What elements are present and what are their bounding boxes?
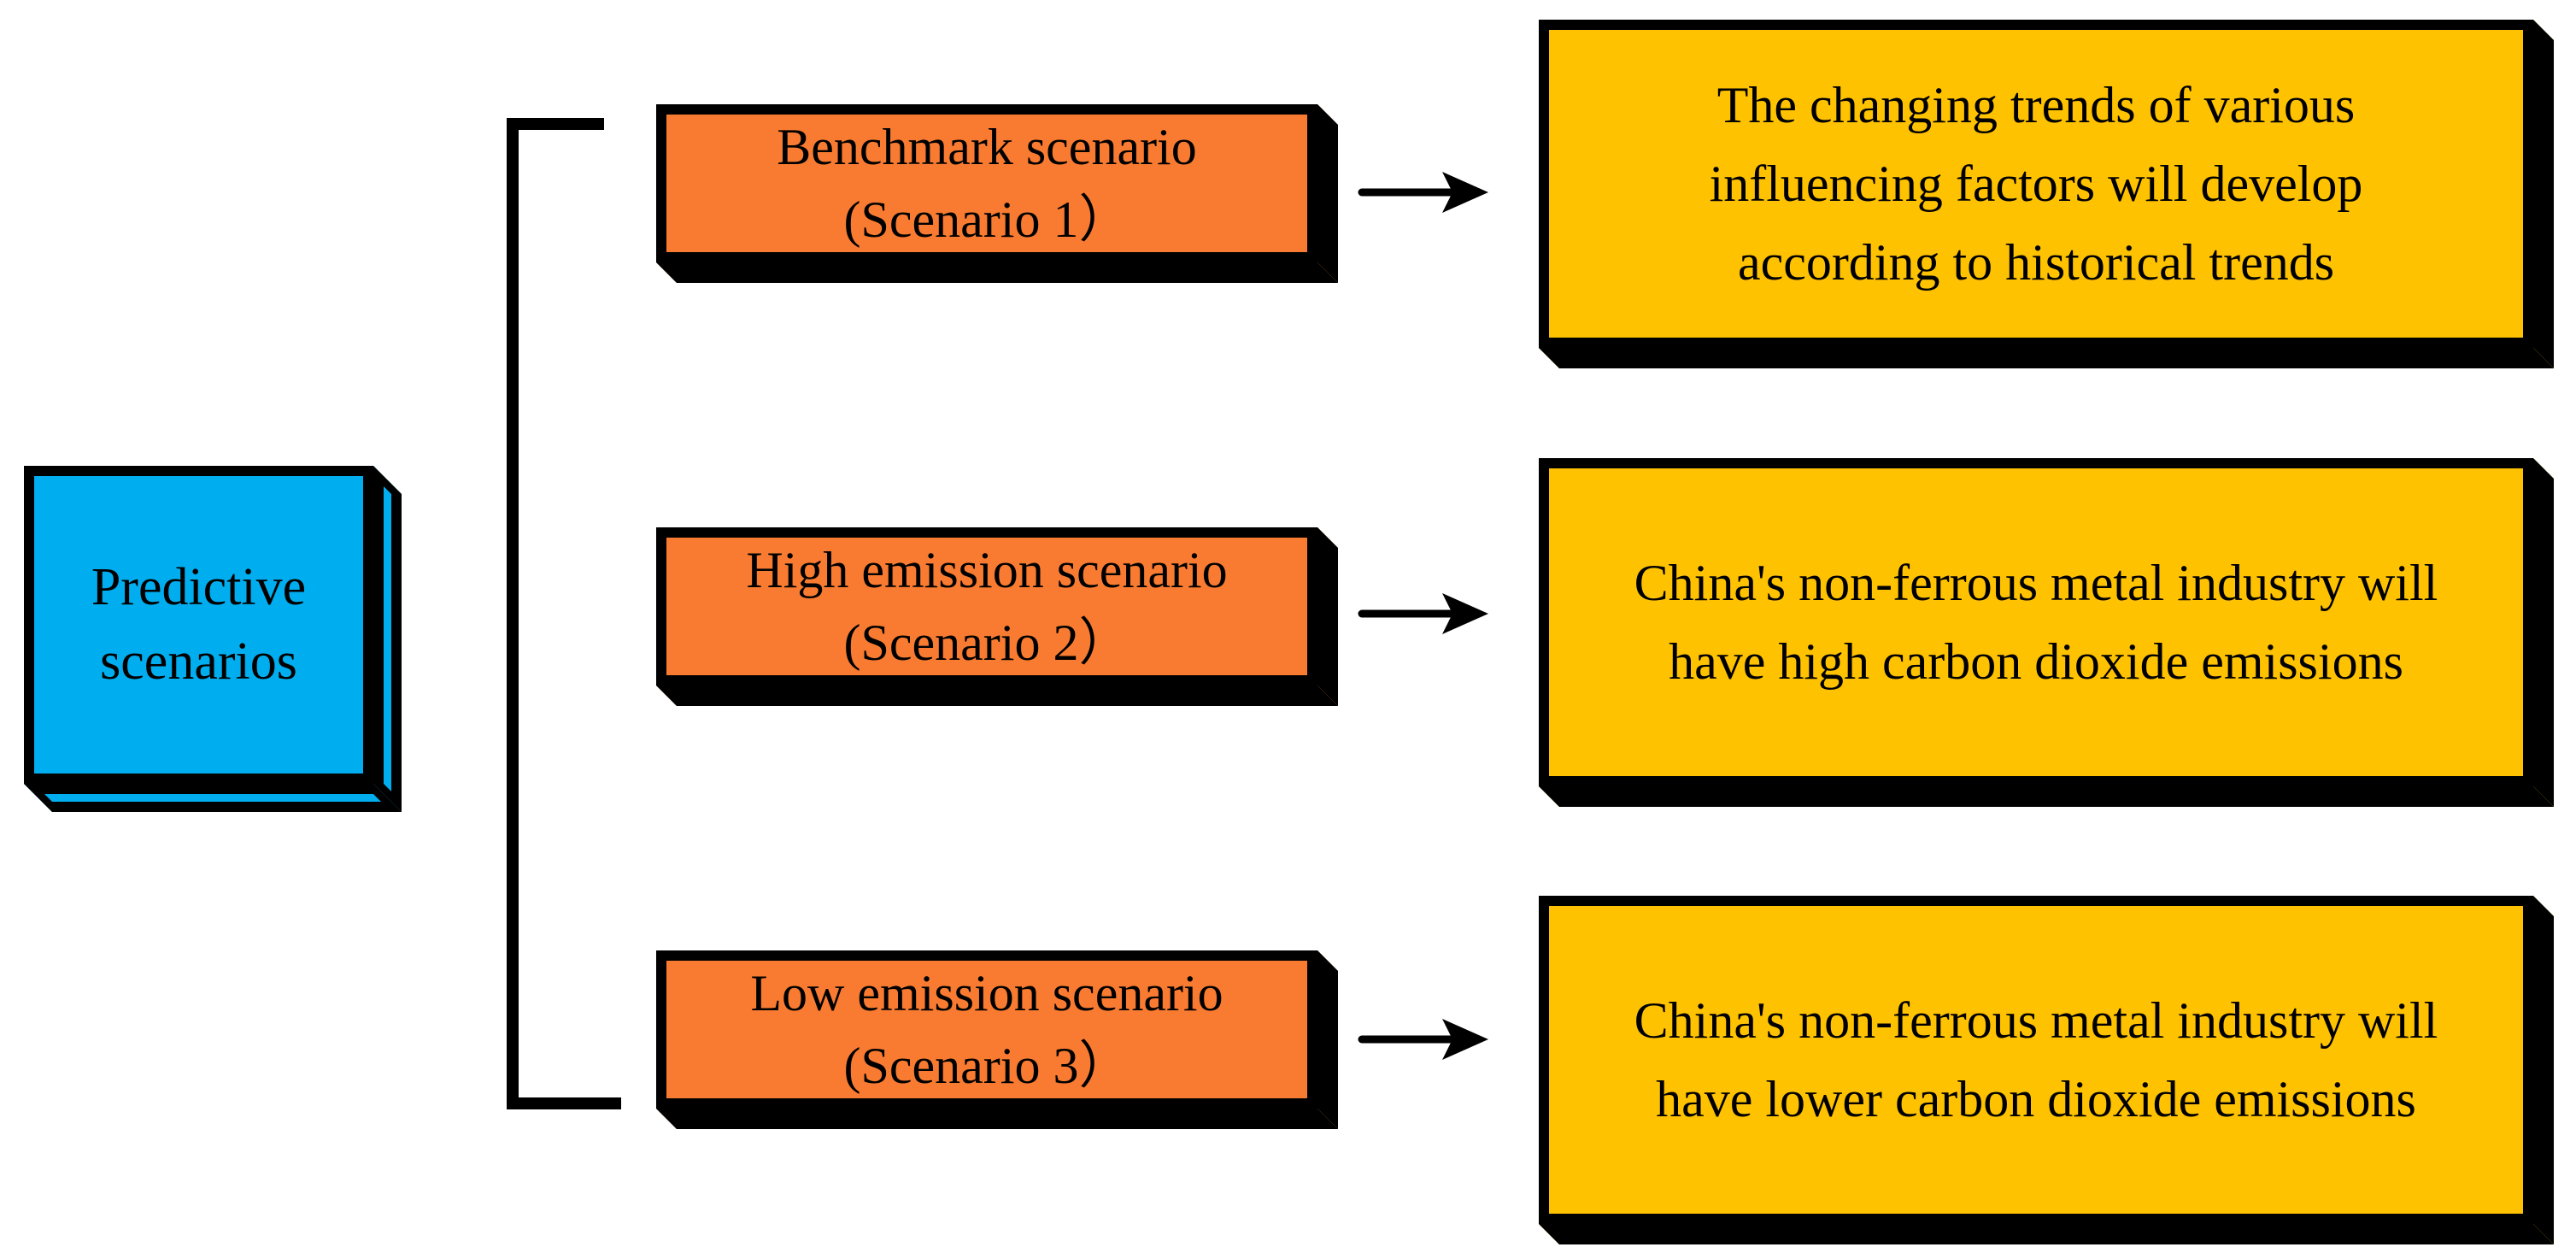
outcome-line: according to historical trends — [1737, 234, 2335, 291]
low-emission-outcome-box: China's non-ferrous metal industry will … — [1539, 896, 2554, 1244]
benchmark-scenario-label: Benchmark scenario (Scenario 1） — [666, 111, 1307, 256]
box-3d-right-side — [2533, 20, 2554, 368]
predictive-scenarios-node: Predictive scenarios — [24, 466, 402, 812]
box-3d-right-side — [373, 466, 402, 812]
scenario-title: High emission scenario — [746, 541, 1228, 598]
bracket-top-stub-line — [507, 118, 604, 130]
benchmark-scenario-node: Benchmark scenario (Scenario 1） — [656, 104, 1338, 283]
high-emission-scenario-label: High emission scenario (Scenario 2） — [666, 534, 1307, 680]
scenario-subtitle: (Scenario 2） — [843, 614, 1130, 671]
box-3d-right-side — [1317, 104, 1338, 283]
low-emission-outcome-text: China's non-ferrous metal industry will … — [1549, 981, 2523, 1138]
arrow-low-emission-to-outcome — [1358, 1019, 1488, 1060]
box-3d-bottom-side — [1539, 348, 2554, 368]
box-3d-right-side — [1317, 950, 1338, 1129]
low-emission-scenario-label: Low emission scenario (Scenario 3） — [666, 957, 1307, 1103]
box-3d-bottom-side — [1539, 1224, 2554, 1244]
outcome-line: have high carbon dioxide emissions — [1669, 633, 2403, 690]
outcome-line: The changing trends of various — [1716, 77, 2356, 133]
outcome-line: China's non-ferrous metal industry will — [1634, 992, 2438, 1049]
box-3d-right-side — [1317, 527, 1338, 706]
scenario-title: Benchmark scenario — [777, 118, 1197, 175]
outcome-line: influencing factors will develop — [1709, 156, 2363, 212]
arrow-benchmark-to-outcome — [1358, 172, 1488, 213]
predictive-scenarios-label: Predictive scenarios — [34, 550, 363, 699]
scenario-subtitle: (Scenario 1） — [843, 191, 1130, 248]
benchmark-outcome-text: The changing trends of various influenci… — [1549, 66, 2523, 302]
high-emission-outcome-box: China's non-ferrous metal industry will … — [1539, 458, 2554, 807]
benchmark-outcome-box: The changing trends of various influenci… — [1539, 20, 2554, 368]
low-emission-scenario-node: Low emission scenario (Scenario 3） — [656, 950, 1338, 1129]
box-3d-bottom-side — [24, 784, 402, 812]
scenario-subtitle: (Scenario 3） — [843, 1037, 1130, 1094]
box-3d-bottom-side — [1539, 786, 2554, 807]
root-label-line: scenarios — [100, 632, 297, 691]
high-emission-scenario-node: High emission scenario (Scenario 2） — [656, 527, 1338, 706]
bracket-vertical-line — [507, 118, 519, 1109]
scenario-title: Low emission scenario — [750, 964, 1223, 1021]
box-3d-bottom-side — [656, 262, 1338, 283]
arrow-high-emission-to-outcome — [1358, 593, 1488, 634]
box-3d-bottom-side — [656, 685, 1338, 706]
bracket-bottom-stub-line — [507, 1097, 621, 1109]
box-3d-bottom-side — [656, 1109, 1338, 1129]
high-emission-outcome-text: China's non-ferrous metal industry will … — [1549, 544, 2523, 701]
box-3d-right-side — [2533, 896, 2554, 1244]
outcome-line: China's non-ferrous metal industry will — [1634, 555, 2438, 611]
outcome-line: have lower carbon dioxide emissions — [1656, 1071, 2416, 1127]
box-3d-right-side — [2533, 458, 2554, 807]
root-label-line: Predictive — [91, 558, 307, 616]
